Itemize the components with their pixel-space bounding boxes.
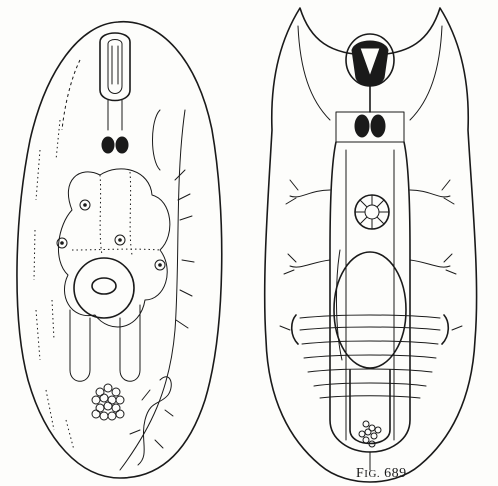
right-large-organ (334, 252, 406, 368)
left-egg-cluster (92, 384, 124, 420)
left-ventral-sucker (74, 258, 134, 318)
right-radiate-organ (355, 195, 389, 229)
right-paired-organ (355, 115, 369, 137)
right-organism-drawing (265, 8, 477, 482)
caption-number: 689 (384, 466, 407, 481)
left-pharynx (100, 33, 130, 101)
figure-caption: FIG. 689 (356, 466, 407, 482)
left-intestine-lobes (58, 169, 169, 327)
right-transverse-bands (292, 315, 449, 398)
caption-rest: IG. (364, 468, 380, 480)
left-brain (102, 137, 114, 153)
left-flatworm-drawing (17, 22, 222, 478)
